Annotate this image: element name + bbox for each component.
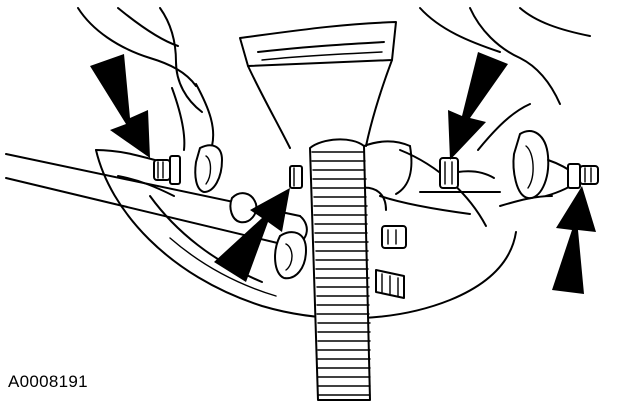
left-control-arm-bolt — [153, 155, 181, 185]
right-control-arm — [477, 103, 581, 207]
figure-reference-code: A0008191 — [8, 372, 88, 391]
center-bracket — [359, 186, 407, 299]
callout-arrow-upper-right — [448, 52, 508, 160]
left-inner-hardware — [229, 165, 307, 280]
strut-mount — [239, 21, 397, 149]
left-control-arm — [95, 83, 223, 197]
upper-body-outline — [77, 7, 591, 113]
right-inner-hardware — [363, 140, 501, 215]
corrugated-hose — [309, 138, 371, 401]
callout-arrow-upper-left — [90, 54, 150, 158]
right-control-arm-bolt — [567, 163, 599, 189]
callout-arrow-lower-left — [214, 188, 290, 282]
callout-arrows — [90, 52, 596, 294]
callout-arrow-lower-right — [552, 186, 596, 294]
